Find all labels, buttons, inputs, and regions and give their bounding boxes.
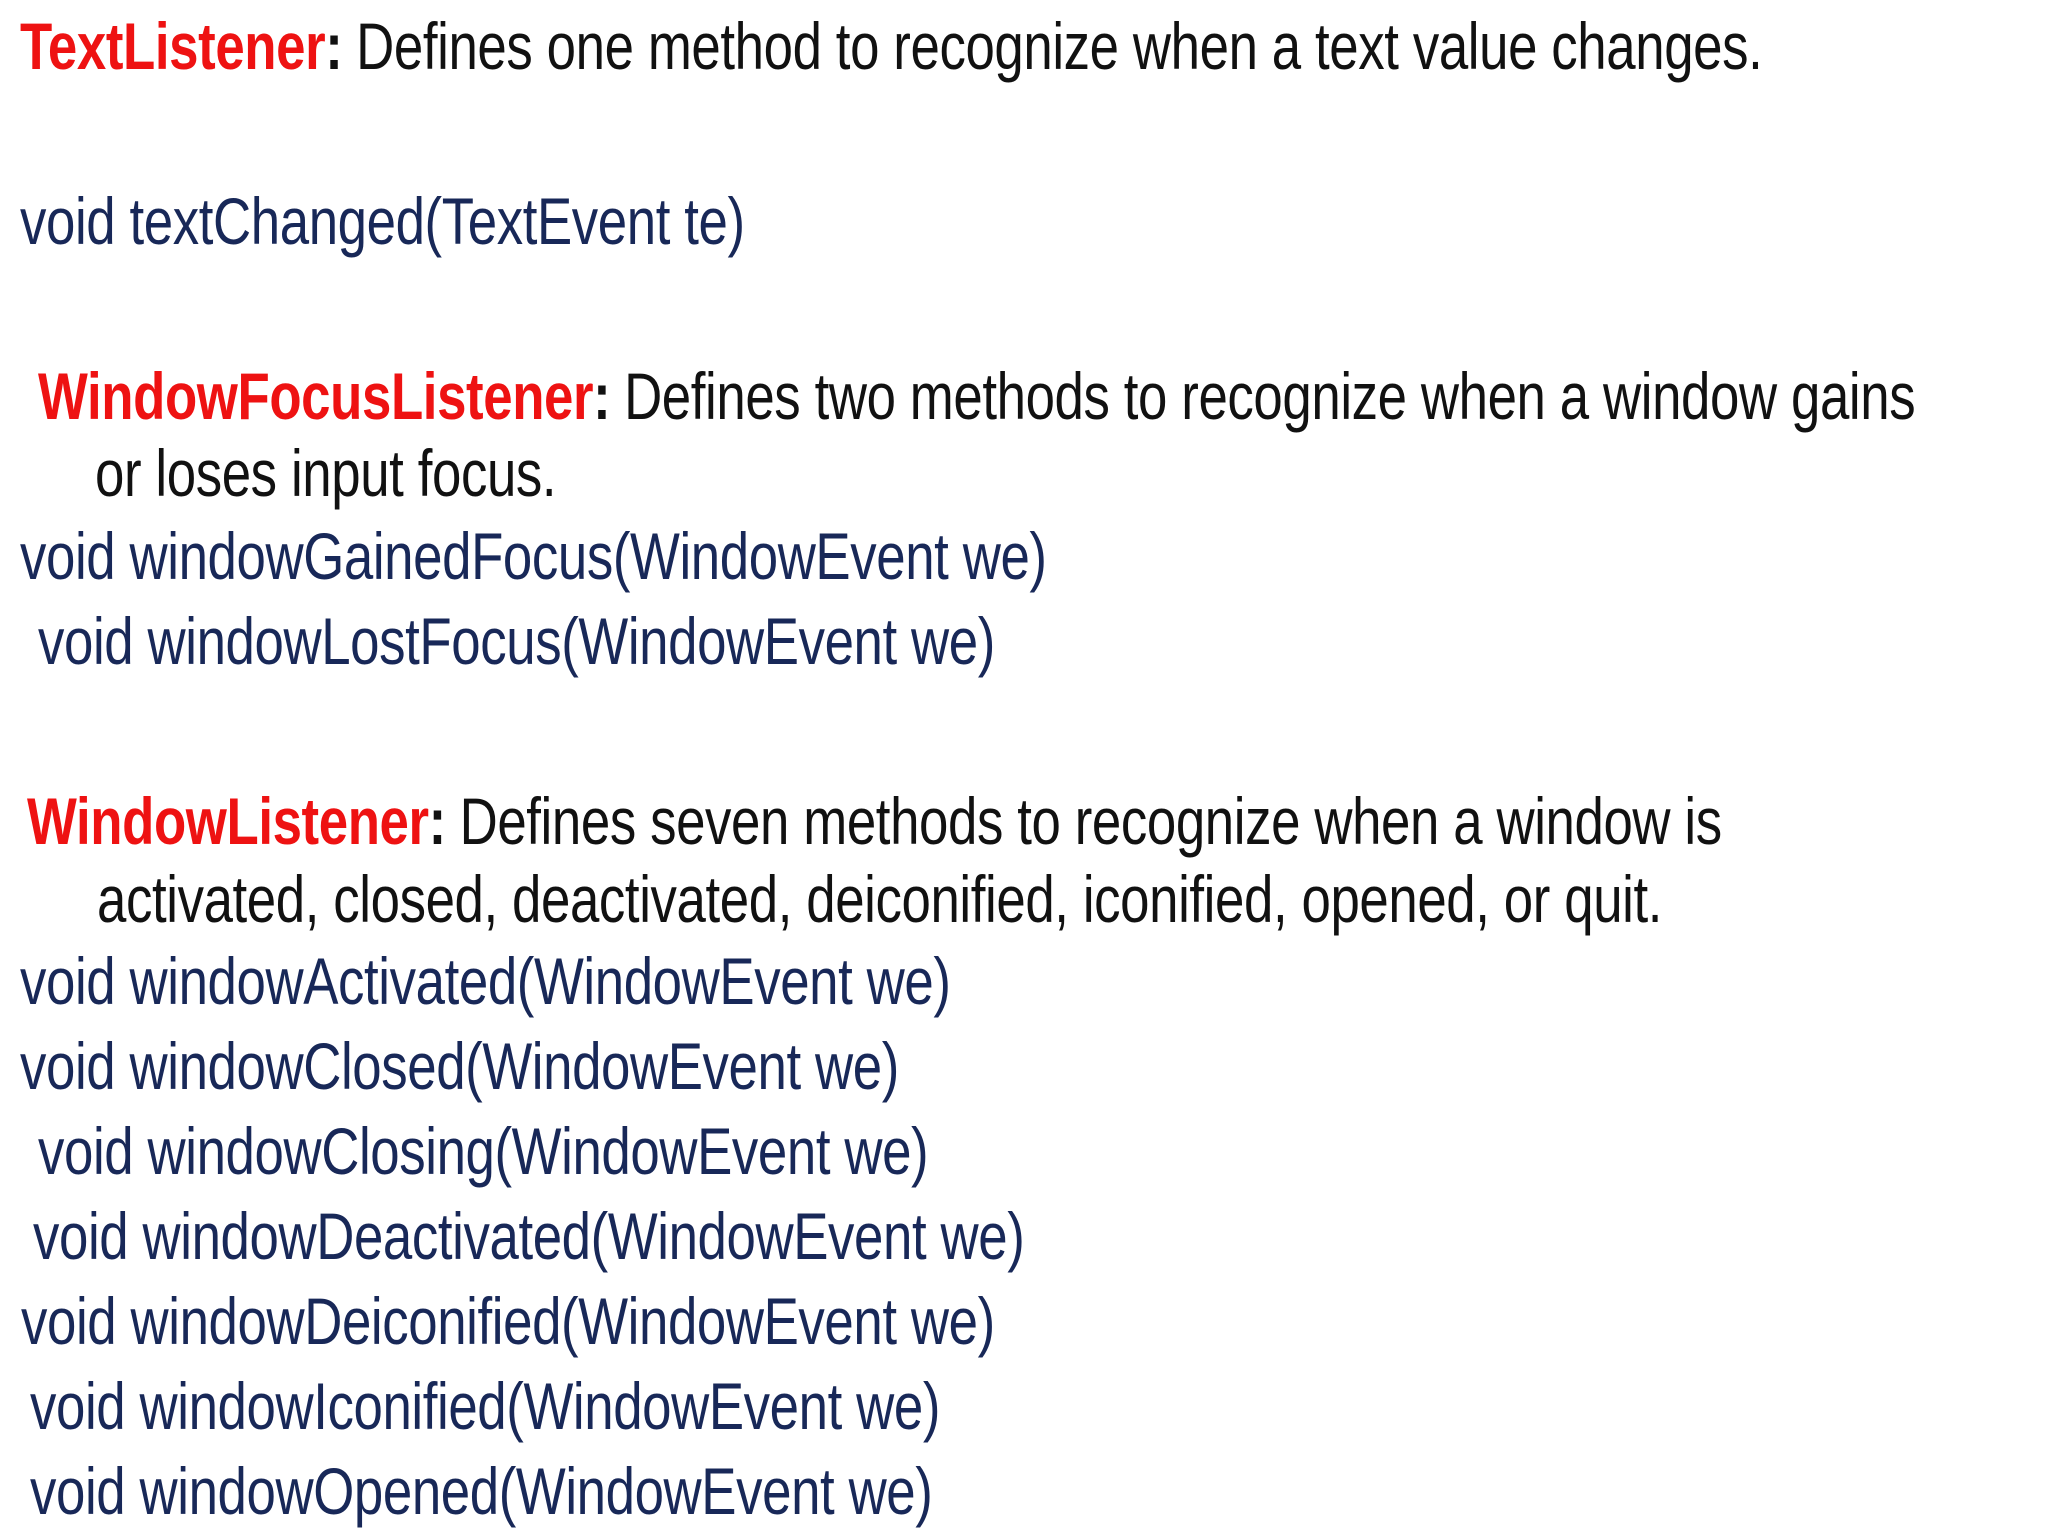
- listener-heading-windowlistener: WindowListener:Defines seven methods to …: [27, 788, 1722, 854]
- method-signature: void windowDeactivated(WindowEvent we): [33, 1199, 1025, 1273]
- listener-name: WindowFocusListener: [38, 359, 594, 433]
- method-signature: void windowOpened(WindowEvent we): [30, 1454, 933, 1528]
- listener-heading-windowfocuslistener: WindowFocusListener:Defines two methods …: [38, 363, 1916, 429]
- listener-description: Defines one method to recognize when a t…: [356, 9, 1763, 83]
- listener-name: WindowListener: [27, 784, 429, 858]
- method-signature: void windowActivated(WindowEvent we): [20, 944, 951, 1018]
- listener-description-continuation: or loses input focus.: [95, 436, 557, 510]
- method-signature: void windowClosing(WindowEvent we): [38, 1114, 929, 1188]
- listener-heading-textlistener: TextListener:Defines one method to recog…: [20, 13, 1763, 79]
- method-signature: void windowIconified(WindowEvent we): [30, 1369, 941, 1443]
- method-signature: void windowClosed(WindowEvent we): [20, 1029, 899, 1103]
- listener-description: Defines seven methods to recognize when …: [459, 784, 1723, 858]
- listener-colon: :: [428, 784, 447, 858]
- method-signature: void windowLostFocus(WindowEvent we): [38, 604, 995, 678]
- method-signature: void textChanged(TextEvent te): [20, 184, 745, 258]
- method-signature: void windowDeiconified(WindowEvent we): [21, 1284, 995, 1358]
- listener-name: TextListener: [20, 9, 326, 83]
- listener-description-continuation: activated, closed, deactivated, deiconif…: [97, 862, 1663, 936]
- listener-description: Defines two methods to recognize when a …: [624, 359, 1916, 433]
- method-signature: void windowGainedFocus(WindowEvent we): [20, 519, 1047, 593]
- listener-colon: :: [325, 9, 343, 83]
- listener-colon: :: [593, 359, 611, 433]
